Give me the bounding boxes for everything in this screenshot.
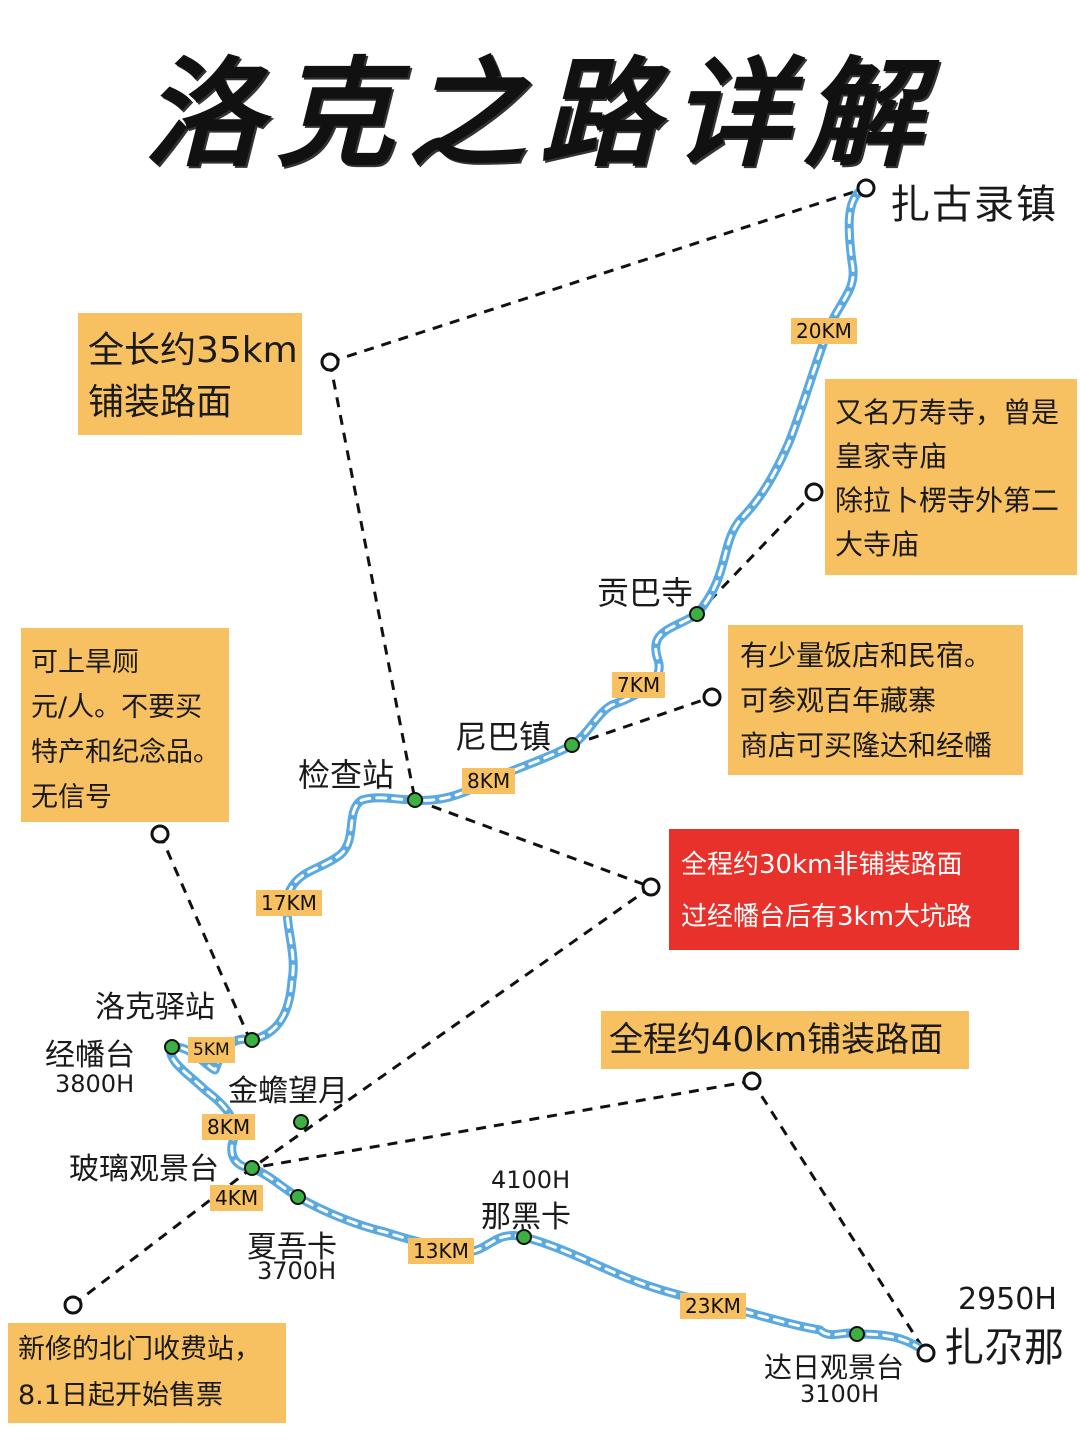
note-paved35: 全长约35km 铺装路面 — [78, 313, 302, 435]
distance-8km-a: 8KM — [462, 768, 516, 794]
leader-paved35-checkpoint — [328, 361, 417, 801]
note-gongba-line3: 除拉卜楞寺外第二 — [835, 484, 1060, 517]
note-unpaved30-line1: 全程约30km非铺装路面 — [681, 850, 963, 880]
note-paved35-line2: 铺装路面 — [88, 382, 233, 423]
distance-13km: 13KM — [408, 1238, 474, 1264]
marker-zhagana — [916, 1343, 936, 1363]
note-niba-line3: 商店可买隆达和经幡 — [740, 729, 993, 762]
label-gongba: 贡巴寺 — [597, 574, 694, 612]
note-paved35-line1: 全长约35km — [88, 330, 298, 371]
leader-unpaved-boli — [251, 885, 652, 1170]
stop-naheika — [516, 1229, 532, 1245]
note-toilet: 可上旱厕 元/人。不要买 特产和纪念品。 无信号 — [21, 628, 229, 822]
stop-luoke — [244, 1032, 260, 1048]
leader-niba-note — [571, 695, 713, 747]
note-gongba-line1: 又名万寿寺，曾是 — [835, 396, 1060, 429]
distance-23km: 23KM — [680, 1293, 746, 1319]
anchor-gongba-note — [804, 482, 824, 502]
note-tollgate-line1: 新修的北门收费站， — [18, 1334, 261, 1365]
stop-boli — [244, 1160, 260, 1176]
leader-paved35-zhagulu — [329, 186, 867, 364]
alt-xiawuka: 3700H — [257, 1257, 337, 1285]
alt-zhagana: 2950H — [958, 1282, 1057, 1317]
note-toilet-line1: 可上旱厕 — [31, 647, 139, 678]
distance-17km: 17KM — [256, 890, 322, 916]
stop-niba — [564, 737, 580, 753]
label-checkpoint: 检查站 — [298, 756, 395, 794]
label-luoke: 洛克驿站 — [95, 990, 215, 1025]
stop-gongba — [689, 606, 705, 622]
label-niba: 尼巴镇 — [455, 718, 552, 756]
distance-4km: 4KM — [210, 1185, 264, 1211]
marker-zhagulu — [856, 178, 876, 198]
note-tollgate-line2: 8.1日起开始售票 — [18, 1380, 223, 1411]
label-naheika: 那黑卡 — [481, 1200, 571, 1235]
anchor-niba-note — [702, 687, 722, 707]
note-gongba-line2: 皇家寺庙 — [835, 440, 948, 473]
label-boli: 玻璃观景台 — [69, 1152, 219, 1187]
leader-unpaved-checkpoint — [414, 798, 652, 889]
anchor-toilet-note — [150, 824, 170, 844]
alt-naheika: 4100H — [491, 1166, 571, 1194]
note-unpaved30-line2: 过经幡台后有3km大坑路 — [681, 902, 972, 932]
page-title: 洛克之路详解 — [143, 44, 936, 183]
note-toilet-line2: 元/人。不要买 — [31, 692, 203, 723]
note-niba: 有少量饭店和民宿。 可参观百年藏寨 商店可买隆达和经幡 — [728, 625, 1023, 775]
note-gongba: 又名万寿寺，曾是 皇家寺庙 除拉卜楞寺外第二 大寺庙 — [825, 379, 1077, 575]
note-paved40: 全程约40km铺装路面 — [601, 1011, 969, 1069]
label-xiawuka: 夏吾卡 — [247, 1230, 337, 1265]
stop-xiawuka — [290, 1189, 306, 1205]
anchor-unpaved — [641, 877, 661, 897]
label-jinchan: 金蟾望月 — [228, 1074, 348, 1109]
note-unpaved30: 全程约30km非铺装路面 过经幡台后有3km大坑路 — [669, 829, 1019, 950]
label-dari: 达日观景台 — [764, 1351, 905, 1384]
distance-20km: 20KM — [791, 318, 857, 344]
route-path-centre — [169, 186, 928, 1355]
note-niba-line2: 可参观百年藏寨 — [740, 684, 937, 717]
leader-paved40-boli — [251, 1079, 753, 1170]
stop-markers — [164, 606, 865, 1342]
label-jingfantai: 经幡台 — [45, 1038, 135, 1073]
stop-checkpoint — [407, 792, 423, 808]
stop-dari — [849, 1326, 865, 1342]
distance-8km-b: 8KM — [202, 1114, 256, 1140]
note-tollgate: 新修的北门收费站， 8.1日起开始售票 — [8, 1323, 286, 1423]
note-gongba-line4: 大寺庙 — [835, 528, 920, 561]
label-zhagulu: 扎古录镇 — [890, 182, 1058, 228]
stop-jinchan — [293, 1114, 309, 1130]
leader-paved40-zhagana — [750, 1080, 928, 1354]
note-toilet-line3: 特产和纪念品。 — [31, 737, 220, 768]
alt-dari: 3100H — [800, 1380, 880, 1408]
label-zhagana: 扎尕那 — [944, 1325, 1064, 1371]
anchor-paved40 — [742, 1071, 762, 1091]
distance-5km: 5KM — [188, 1037, 235, 1063]
anchor-tollgate — [63, 1295, 83, 1315]
stop-jingfantai — [164, 1039, 180, 1055]
route-line — [166, 183, 931, 1358]
note-niba-line1: 有少量饭店和民宿。 — [740, 639, 993, 672]
alt-jingfantai: 3800H — [55, 1070, 135, 1098]
anchor-paved35 — [320, 352, 340, 372]
leader-toilet-note — [158, 833, 252, 1041]
note-paved40-line1: 全程约40km铺装路面 — [609, 1020, 944, 1060]
distance-7km: 7KM — [612, 672, 666, 698]
note-toilet-line4: 无信号 — [31, 782, 112, 813]
hollow-markers — [63, 178, 936, 1363]
